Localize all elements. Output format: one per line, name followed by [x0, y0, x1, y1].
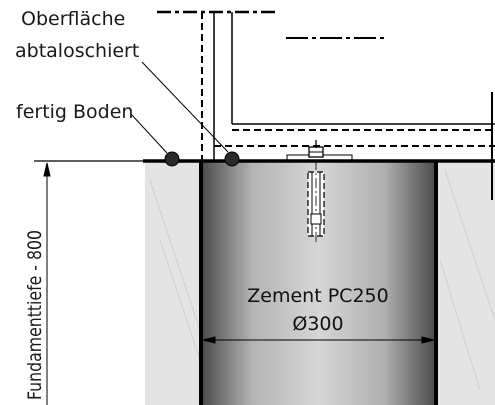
steel-column — [157, 10, 495, 200]
diameter-dimension — [202, 336, 435, 344]
depth-dimension — [43, 162, 51, 405]
floor-marker — [164, 151, 180, 167]
foundation-depth-label: Fundamenttiefe - 800 — [24, 230, 46, 400]
surface-label-line1: Oberfläche — [21, 8, 125, 30]
surface-marker — [224, 151, 240, 167]
diameter-label: Ø300 — [292, 313, 343, 335]
surface-label-line2: abtaloschiert — [15, 40, 139, 62]
surface-leader-line — [141, 61, 229, 153]
floor-leader-line — [130, 113, 168, 154]
material-label: Zement PC250 — [247, 285, 388, 307]
floor-label: fertig Boden — [16, 101, 133, 123]
anchor-bolt — [286, 140, 353, 245]
